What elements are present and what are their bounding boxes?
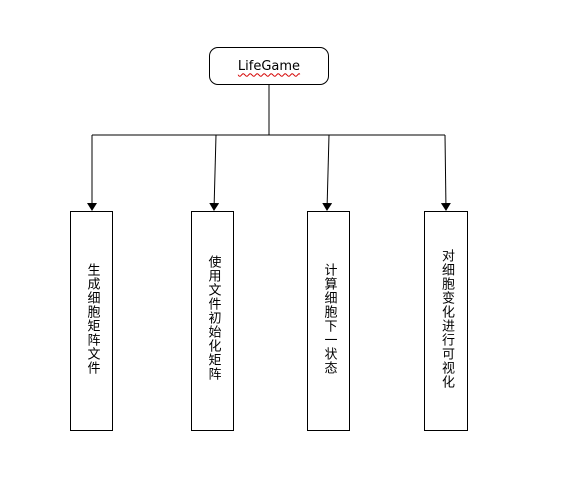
child-node-label: 使用文件初始化矩阵 bbox=[205, 255, 221, 381]
child-node-label: 生成细胞矩阵文件 bbox=[84, 263, 100, 375]
root-node-label: LifeGame bbox=[237, 58, 301, 74]
child-node-label: 计算细胞下一状态 bbox=[321, 263, 337, 375]
child-node-label: 对细胞变化进行可视化 bbox=[439, 249, 454, 389]
root-node-lifegame[interactable]: LifeGame bbox=[209, 47, 329, 85]
child-node-init-matrix-from-file[interactable]: 使用文件初始化矩阵 bbox=[191, 211, 234, 431]
child-node-generate-matrix-file[interactable]: 生成细胞矩阵文件 bbox=[70, 211, 113, 431]
child-node-compute-next-state[interactable]: 计算细胞下一状态 bbox=[307, 211, 350, 431]
arrow-to-box-2 bbox=[209, 134, 220, 211]
child-node-visualize-changes[interactable]: 对细胞变化进行可视化 bbox=[424, 211, 468, 431]
arrow-to-box-3 bbox=[322, 134, 333, 211]
arrow-to-box-4 bbox=[440, 134, 451, 211]
